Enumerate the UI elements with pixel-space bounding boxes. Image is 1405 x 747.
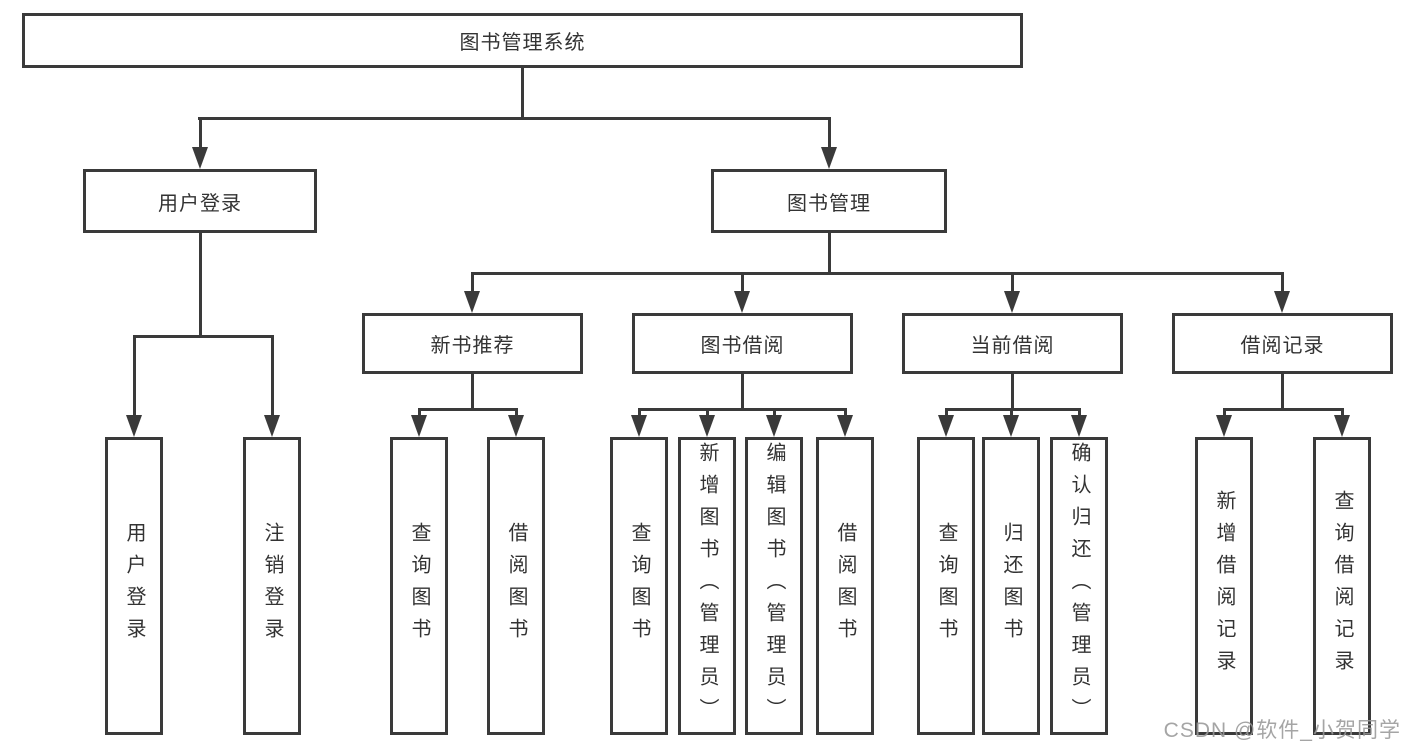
node-user-login-module: 用户登录 [83,169,317,233]
connector-line [418,408,518,411]
arrow-down-icon [126,415,142,437]
connector-line [198,117,830,120]
connector-line [1341,408,1344,417]
connector-line [741,374,744,408]
arrow-down-icon [734,291,750,313]
connector-line [1281,272,1284,291]
leaf-label: 用户登录 [123,522,145,650]
leaf-label: 借阅图书 [834,522,856,650]
connector-line [471,272,1283,275]
node-book-borrowing: 图书借阅 [632,313,853,374]
connector-line [471,374,474,408]
arrow-down-icon [1274,291,1290,313]
leaf-label: 查询图书 [408,522,430,650]
connector-line [828,233,831,272]
node-label: 当前借阅 [970,335,1055,357]
leaf-label: 新增借阅记录 [1213,490,1235,682]
connector-line [638,408,641,417]
leaf-label: 注销登录 [261,522,283,650]
node-label: 图书借阅 [700,335,785,357]
leaf-logout-login: 注销登录 [243,437,301,735]
node-label: 用户登录 [158,192,242,215]
arrow-down-icon [631,415,647,437]
connector-line [1010,408,1013,417]
node-root-label: 图书管理系统 [459,32,586,54]
leaf-user-login: 用户登录 [105,437,163,735]
leaf-current-query-books: 查询图书 [917,437,975,735]
leaf-borrowing-borrow-books: 借阅图书 [816,437,874,735]
leaf-label: 编辑图书（管理员） [763,442,785,730]
arrow-down-icon [192,147,208,169]
connector-line [1078,408,1081,417]
arrow-down-icon [411,415,427,437]
node-new-book-recommend: 新书推荐 [362,313,583,374]
leaf-label: 查询图书 [628,522,650,650]
connector-line [1011,374,1014,408]
csdn-watermark: CSDN @软件_小贺同学 [1163,719,1401,742]
leaf-recommend-borrow-books: 借阅图书 [487,437,545,735]
connector-line [521,68,524,117]
arrow-down-icon [1334,415,1350,437]
node-current-borrowing: 当前借阅 [902,313,1123,374]
connector-line [706,408,709,417]
leaf-current-return-books: 归还图书 [982,437,1040,735]
connector-line [945,408,948,417]
leaf-recommend-query-books: 查询图书 [390,437,448,735]
arrow-down-icon [1071,415,1087,437]
connector-line [1011,272,1014,291]
arrow-down-icon [1004,291,1020,313]
arrow-down-icon [264,415,280,437]
leaf-current-confirm-return-admin: 确认归还（管理员） [1050,437,1108,735]
node-root: 图书管理系统 [22,13,1023,68]
connector-line [471,272,474,291]
connector-line [133,335,274,338]
arrow-down-icon [508,415,524,437]
arrow-down-icon [837,415,853,437]
node-label: 借阅记录 [1240,335,1325,357]
arrow-down-icon [1003,415,1019,437]
connector-line [828,117,831,147]
node-label: 新书推荐 [430,335,515,357]
leaf-label: 新增图书（管理员） [696,442,718,730]
connector-line [844,408,847,417]
connector-line [1223,408,1344,411]
arrow-down-icon [464,291,480,313]
leaf-label: 归还图书 [1000,522,1022,650]
leaf-borrowing-add-books-admin: 新增图书（管理员） [678,437,736,735]
connector-line [515,408,518,417]
leaf-borrowing-edit-books-admin: 编辑图书（管理员） [745,437,803,735]
leaf-records-add-borrow-record: 新增借阅记录 [1195,437,1253,735]
leaf-label: 借阅图书 [505,522,527,650]
arrow-down-icon [938,415,954,437]
node-label: 图书管理 [787,192,871,215]
arrow-down-icon [1216,415,1232,437]
leaf-label: 查询借阅记录 [1331,490,1353,682]
connector-line [773,408,776,417]
connector-line [1223,408,1226,417]
connector-line [271,335,274,415]
connector-line [199,233,202,335]
connector-line [133,335,136,415]
leaf-label: 查询图书 [935,522,957,650]
connector-line [741,272,744,291]
arrow-down-icon [699,415,715,437]
connector-line [1281,374,1284,408]
connector-line [199,117,202,147]
node-book-management-module: 图书管理 [711,169,947,233]
node-borrowing-records: 借阅记录 [1172,313,1393,374]
arrow-down-icon [766,415,782,437]
leaf-borrowing-query-books: 查询图书 [610,437,668,735]
connector-line [638,408,847,411]
leaf-label: 确认归还（管理员） [1068,442,1090,730]
connector-line [418,408,421,417]
arrow-down-icon [821,147,837,169]
leaf-records-query-borrow-record: 查询借阅记录 [1313,437,1371,735]
